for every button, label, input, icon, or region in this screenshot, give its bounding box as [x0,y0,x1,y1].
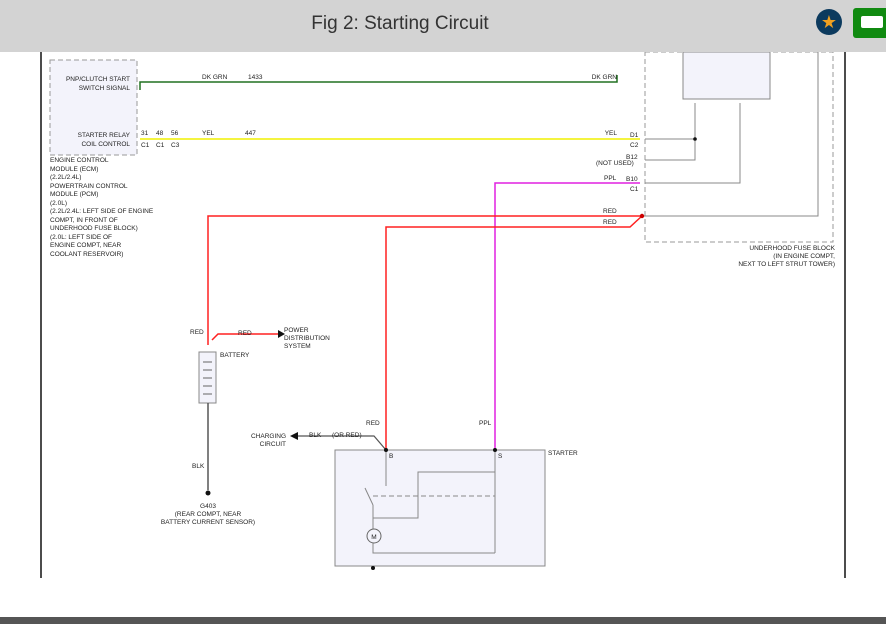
diagram-label: MODULE (PCM) [50,191,98,198]
header-bar: Fig 2: Starting Circuit ★ [0,0,886,52]
diagram-label: CIRCUIT [260,441,286,448]
connector: C3 [171,142,180,149]
pin-56: 56 [171,130,179,137]
circuit-label: 1433 [248,74,263,81]
diagram-label: M [371,534,376,541]
diagram-label: CHARGING [251,433,286,440]
relay-label: STARTER RELAY [78,132,131,139]
diagram-label: (2.0L: LEFT SIDE OF [50,234,112,241]
starter-label: STARTER [548,450,578,457]
relay-box [682,52,771,100]
diagram-label: UNDERHOOD FUSE BLOCK [749,245,835,252]
diagram-label: RED [603,219,617,226]
diagram-label: (2.2L/2.4L) [50,174,81,181]
diagram-label: PPL [479,420,492,427]
diagram-label: SYSTEM [284,343,311,350]
diagram-label: ENGINE CONTROL [50,157,109,164]
starter-box [334,449,546,567]
diagram-label: YEL [605,130,618,137]
wire-label: DK GRN [202,74,228,81]
diagram-label: B10 [626,176,638,183]
diagram-label: (NOT USED) [596,160,634,167]
diagram-label: D1 [630,132,639,139]
diagram-label: NEXT TO LEFT STRUT TOWER) [738,261,835,268]
diagram-label: RED [366,420,380,427]
circuit-label: 447 [245,130,256,137]
diagram-label: (2.2L/2.4L: LEFT SIDE OF ENGINE [50,208,154,215]
diagram-label: POWERTRAIN CONTROL [50,183,128,190]
diagram-label: BATTERY [220,352,250,359]
page-title: Fig 2: Starting Circuit [311,13,489,34]
diagram-label: (OR RED) [332,432,362,439]
pnp-label-2: SWITCH SIGNAL [79,85,131,92]
diagram-label: RED [238,330,252,337]
pin-31: 31 [141,130,149,137]
diagram-label: POWER [284,327,309,334]
pin-48: 48 [156,130,164,137]
diagram-label: (REAR COMPT, NEAR [175,511,242,518]
diagram-label: COOLANT RESERVOIR) [50,251,123,258]
diagram-label: (2.0L) [50,200,67,207]
diagram-label: C2 [630,142,639,149]
diagram-label: BLK [309,432,322,439]
ground-label: G403 [200,503,216,510]
wire-dk-grn [139,75,618,90]
fuse-block-box [644,52,834,243]
diagram-label: COMPT, IN FRONT OF [50,217,118,224]
fuse-block-description: UNDERHOOD FUSE BLOCK (IN ENGINE COMPT, N… [738,245,835,268]
printer-icon[interactable] [853,8,886,38]
diagram-label: BATTERY CURRENT SENSOR) [161,519,255,526]
diagram-label: ENGINE COMPT, NEAR [50,242,121,249]
wire-label: YEL [202,130,215,137]
diagram-label: DK GRN [592,74,618,81]
star-icon[interactable]: ★ [816,9,842,35]
diagram-label: RED [603,208,617,215]
diagram-label: C1 [630,186,639,193]
ecm-description: ENGINE CONTROL MODULE (ECM) (2.2L/2.4L) PO… [50,157,154,258]
relay-label-2: COIL CONTROL [81,141,130,148]
diagram-label: B12 [626,154,638,161]
wiring-diagram: PNP/CLUTCH START SWITCH SIGNAL STARTER R… [40,52,846,578]
connector: C1 [141,142,150,149]
connector: C1 [156,142,165,149]
diagram-label: PPL [604,175,617,182]
diagram-label: BLK [192,463,205,470]
diagram-label: B [389,453,393,460]
diagram-label: MODULE (ECM) [50,166,98,173]
diagram-label: UNDERHOOD FUSE BLOCK) [50,225,138,232]
diagram-label: DISTRIBUTION [284,335,330,342]
wire-red-starter [385,215,643,450]
diagram-label: S [498,453,503,460]
diagram-label: RED [190,329,204,336]
wire-ppl [494,182,640,450]
ecm-box [49,59,138,156]
footer-bar [0,617,886,624]
motor-symbol [366,528,382,544]
pnp-label: PNP/CLUTCH START [66,76,130,83]
wire-red-battery [207,215,642,345]
diagram-label: (IN ENGINE COMPT, [773,253,835,260]
